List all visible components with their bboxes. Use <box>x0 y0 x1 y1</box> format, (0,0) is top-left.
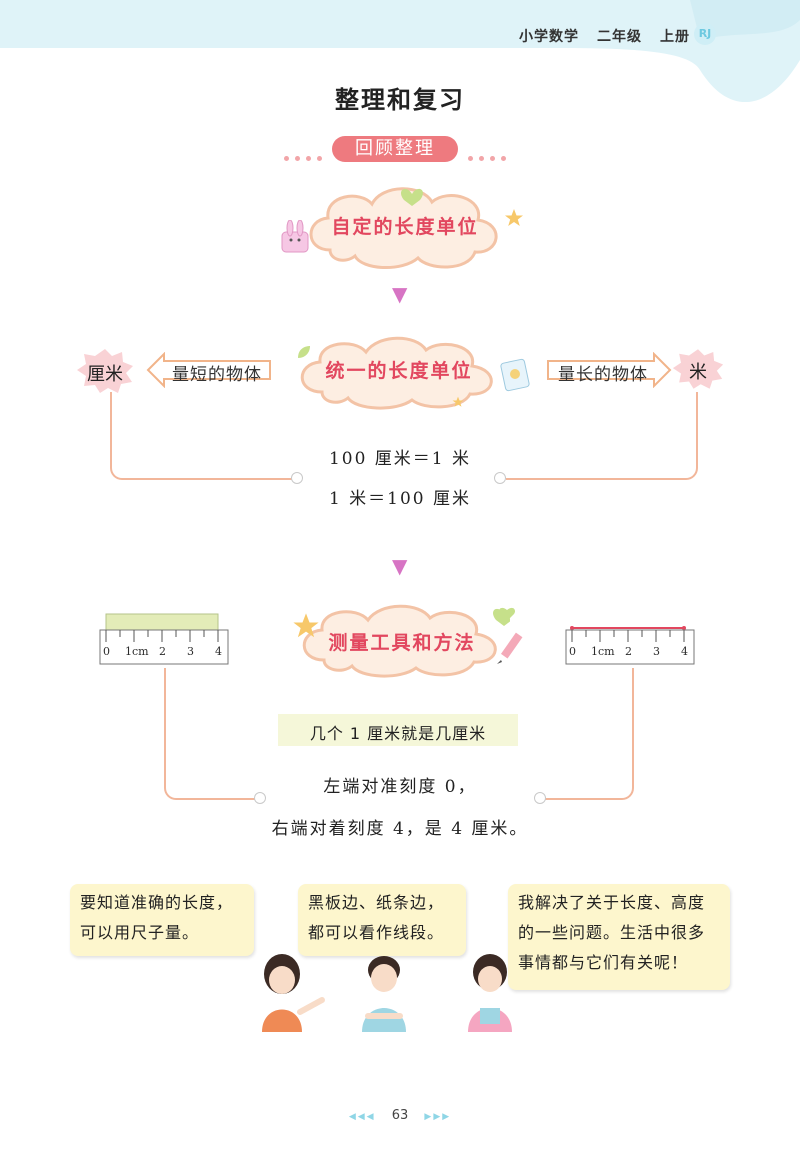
giraffe-card-icon <box>500 358 530 392</box>
rabbit-eraser-icon <box>281 220 309 253</box>
speech-1-line-2: 可以用尺子量。 <box>80 923 200 942</box>
self-unit-cloud <box>309 187 498 270</box>
right-tick-3: 3 <box>653 645 660 658</box>
header-volume: 上册 <box>660 29 690 45</box>
lower-right-connector-line <box>544 668 634 800</box>
right-tick-0: 0 <box>569 645 576 658</box>
tools-star-icon <box>293 613 319 638</box>
right-unit-burst <box>672 349 724 389</box>
speech-3-line-1: 我解决了关于长度、高度 <box>518 893 706 912</box>
header-grade: 二年级 <box>597 29 642 45</box>
left-connector-node <box>291 472 303 484</box>
lower-left-connector-line <box>164 668 258 800</box>
speech-3-line-3: 事情都与它们有关呢！ <box>518 953 689 972</box>
right-arrow-label: 量长的物体 <box>558 365 648 385</box>
left-connector-line <box>110 392 298 480</box>
tools-label: 测量工具和方法 <box>328 632 476 654</box>
method-line-2: 右端对着刻度 4，是 4 厘米。 <box>271 819 529 839</box>
left-tick-0: 0 <box>103 645 110 658</box>
lower-right-connector-node <box>534 792 546 804</box>
right-dots <box>468 146 512 161</box>
left-arrow <box>146 352 271 388</box>
left-triangles-icon: ◀◀◀ <box>348 1112 376 1122</box>
down-arrow-2: ▼ <box>392 554 408 578</box>
speech-1-line-1: 要知道准确的长度， <box>80 893 234 912</box>
self-unit-label: 自定的长度单位 <box>331 216 479 238</box>
left-dots <box>284 146 328 161</box>
right-tick-2: 2 <box>625 645 632 658</box>
right-connector-line <box>506 392 698 480</box>
page-number: 63 <box>391 1108 409 1123</box>
page-title: 整理和复习 <box>335 86 465 114</box>
boy-illustration <box>362 956 406 1032</box>
equation-2: 1 米＝100 厘米 <box>328 489 472 509</box>
header-text: 小学数学 二年级 上册 <box>501 26 690 46</box>
speech-bubble-3: 我解决了关于长度、高度 的一些问题。生活中很多 事情都与它们有关呢！ <box>508 884 730 990</box>
equation-1: 100 厘米＝1 米 <box>328 449 472 469</box>
pencil-icon <box>497 632 523 664</box>
small-star-icon <box>452 396 464 407</box>
leaf-icon <box>298 346 310 358</box>
right-arrow <box>547 352 672 388</box>
speech-bubble-1: 要知道准确的长度， 可以用尺子量。 <box>70 884 254 956</box>
left-tick-2: 2 <box>159 645 166 658</box>
method-line-1: 左端对准刻度 0， <box>323 777 477 797</box>
left-tick-1: 1cm <box>125 645 149 658</box>
tip-text: 几个 1 厘米就是几厘米 <box>309 724 487 743</box>
right-unit-label: 米 <box>689 362 707 383</box>
tip-box <box>278 714 518 746</box>
heart-icon <box>498 607 516 621</box>
down-arrow-1: ▼ <box>392 282 408 306</box>
edition-badge: RJ <box>694 23 716 45</box>
right-ruler <box>565 626 695 665</box>
left-tick-3: 3 <box>187 645 194 658</box>
left-ruler <box>99 613 229 665</box>
section-badge: 回顾整理 <box>332 136 458 162</box>
girl-1-illustration <box>262 954 325 1032</box>
lower-left-connector-node <box>254 792 266 804</box>
speech-2-line-1: 黑板边、纸条边， <box>308 893 445 912</box>
page-number-row: ◀◀◀ 63 ▶▶▶ <box>0 1108 800 1123</box>
right-tick-4: 4 <box>681 645 688 658</box>
right-tick-1: 1cm <box>591 645 615 658</box>
header-subject: 小学数学 <box>519 29 579 45</box>
right-triangles-icon: ▶▶▶ <box>424 1112 452 1122</box>
left-unit-burst <box>77 349 133 393</box>
girl-2-illustration <box>468 954 512 1032</box>
unified-unit-cloud <box>300 336 493 410</box>
speech-bubble-2: 黑板边、纸条边， 都可以看作线段。 <box>298 884 466 956</box>
left-arrow-label: 量短的物体 <box>172 365 262 385</box>
unified-unit-label: 统一的长度单位 <box>325 360 473 382</box>
right-connector-node <box>494 472 506 484</box>
star-icon <box>505 209 523 226</box>
speech-2-line-2: 都可以看作线段。 <box>308 923 445 942</box>
left-tick-4: 4 <box>215 645 222 658</box>
left-unit-label: 厘米 <box>87 364 123 385</box>
speech-3-line-2: 的一些问题。生活中很多 <box>518 923 706 942</box>
tools-cloud <box>302 604 510 678</box>
header-band <box>0 0 800 103</box>
